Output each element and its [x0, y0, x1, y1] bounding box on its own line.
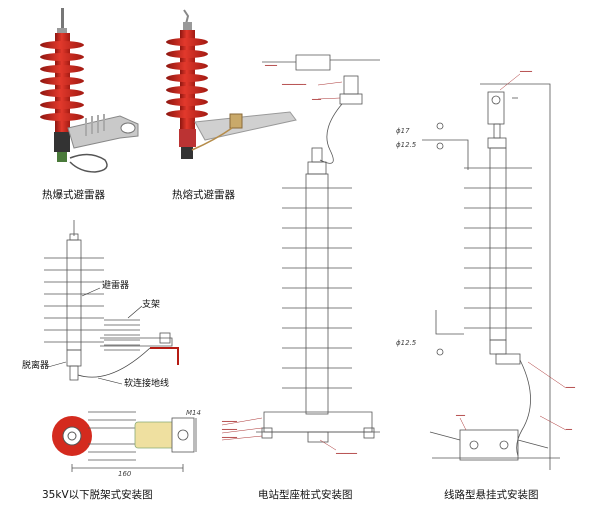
caption-line-suspension: 线路型悬挂式安装图 [444, 489, 539, 501]
label-bracket: 支架 [142, 300, 161, 310]
annotation-base-3: ━━━━━ [222, 435, 238, 441]
station-post-drawing [256, 54, 380, 443]
annotation-base-2: ━━━━━ [222, 427, 238, 433]
annotation-upper-line: ━━━━ [265, 63, 278, 69]
annotation-wire: ━━ [566, 427, 573, 433]
caption-hot-explode: 热爆式避雷器 [42, 189, 105, 201]
annotation-top: ━━━━ [520, 69, 533, 75]
annotation-ground: ━━━━━━━ [336, 451, 358, 457]
dim-160: 160 [118, 470, 132, 478]
annotation-fitting: ━━━ [312, 97, 322, 103]
dim-phi12-5-top: ϕ12.5 [396, 141, 417, 149]
leader-lines [47, 287, 143, 385]
annotation-clamp: ━━━━━━━━ [282, 82, 307, 88]
disconnector-detail-drawing [52, 411, 197, 472]
annotation-clamp-lower: ━━━ [456, 413, 466, 419]
dim-phi17: ϕ17 [396, 127, 410, 135]
station-post-annotations [221, 81, 343, 451]
label-soft-ground: 软连接地线 [124, 379, 170, 389]
line-suspension-drawing [422, 83, 560, 470]
below-35kv-drawing [44, 220, 173, 381]
hot-explode-arrester-photo [40, 8, 139, 173]
line-suspension-annotations [459, 73, 567, 431]
dim-m14: M14 [186, 409, 201, 417]
caption-hot-melt: 热熔式避雷器 [172, 189, 235, 201]
hot-melt-arrester-photo [166, 9, 297, 159]
label-disconnector: 脱离器 [22, 361, 50, 371]
label-arrester: 避雷器 [102, 281, 130, 291]
dim-phi12-5-bottom: ϕ12.5 [396, 339, 417, 347]
annotation-base-1: ━━━━━ [222, 419, 238, 425]
annotation-disconnector: ━━━ [566, 385, 576, 391]
caption-station-post: 电站型座桩式安装图 [258, 489, 353, 501]
caption-below-35kv: 35kV以下脱架式安装图 [42, 489, 153, 501]
